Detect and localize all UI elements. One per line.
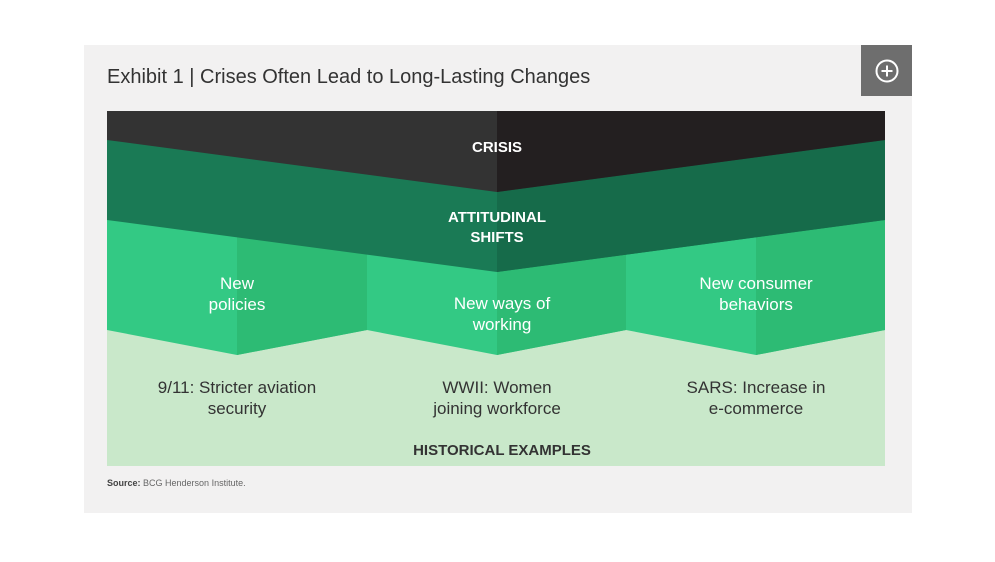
plus-circle-icon — [875, 59, 898, 82]
expand-button[interactable] — [861, 45, 912, 96]
example-line: 9/11: Stricter aviation — [157, 378, 317, 397]
change-working: New ways of working — [454, 293, 550, 335]
attitudinal-line-1: ATTITUDINAL — [447, 209, 547, 226]
change-line: New — [219, 274, 255, 293]
example-line: SARS: Increase in — [686, 378, 826, 397]
example-line: joining workforce — [433, 399, 561, 418]
change-line: New consumer — [699, 274, 813, 293]
crisis-shade — [497, 111, 885, 192]
example-sars: SARS: Increase in e-commerce — [687, 377, 826, 419]
source-label: Source: — [107, 478, 141, 488]
example-line: WWII: Women — [442, 378, 552, 397]
attitudinal-label: ATTITUDINAL SHIFTS — [448, 208, 546, 248]
example-line: e-commerce — [708, 399, 804, 418]
historical-examples-label: HISTORICAL EXAMPLES — [413, 442, 591, 459]
change-line: policies — [208, 295, 266, 314]
example-line: security — [207, 399, 267, 418]
change-line: behaviors — [719, 295, 793, 314]
exhibit-title: Exhibit 1 | Crises Often Lead to Long-La… — [107, 66, 591, 88]
change-line: New ways of — [453, 294, 551, 313]
example-911: 9/11: Stricter aviation security — [158, 377, 316, 419]
change-policies: New policies — [209, 273, 266, 315]
change-line: working — [472, 315, 532, 334]
example-wwii: WWII: Women joining workforce — [433, 377, 561, 419]
crisis-label: CRISIS — [471, 139, 523, 156]
source-text: BCG Henderson Institute. — [143, 478, 246, 488]
attitudinal-line-2: SHIFTS — [470, 229, 524, 246]
change-consumer: New consumer behaviors — [699, 273, 812, 315]
source-note: Source: BCG Henderson Institute. — [107, 478, 246, 488]
